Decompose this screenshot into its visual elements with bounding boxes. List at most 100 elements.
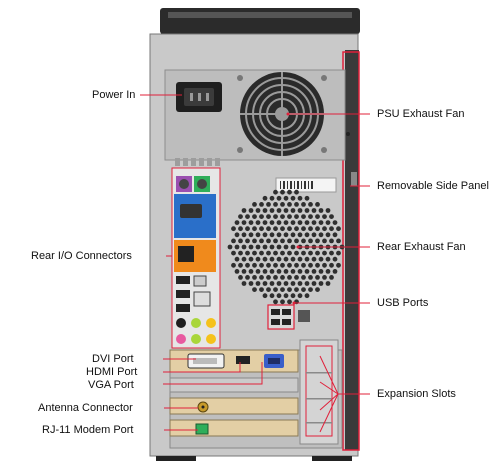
fan-mesh-hole [276, 269, 282, 274]
fan-mesh-hole [318, 256, 324, 262]
tower-top [160, 8, 360, 34]
fan-mesh-hole [294, 214, 299, 220]
fan-mesh-hole [308, 226, 313, 232]
fan-mesh-hole [304, 195, 310, 201]
fan-mesh-hole [322, 275, 327, 280]
tower-top-highlight [168, 12, 352, 18]
fan-mesh-hole [290, 244, 296, 250]
fan-mesh-hole [273, 262, 278, 268]
fan-mesh-hole [283, 232, 289, 238]
fan-mesh-hole [318, 232, 324, 238]
fan-mesh-hole [315, 250, 320, 256]
fan-mesh-hole [290, 220, 296, 226]
usb-ports-block [267, 304, 295, 330]
fan-mesh-hole [322, 250, 327, 256]
fan-mesh-hole [266, 238, 271, 244]
fan-mesh-hole [238, 275, 243, 280]
label-power-in: Power In [92, 89, 136, 101]
fan-mesh-hole [301, 250, 306, 256]
fan-mesh-hole [325, 208, 331, 213]
fan-mesh-hole [280, 214, 285, 220]
fan-mesh-hole [280, 238, 285, 244]
side-latch [351, 172, 357, 186]
fan-mesh-hole [290, 208, 296, 213]
fan-mesh-hole [255, 244, 261, 250]
fan-mesh-hole [252, 250, 257, 256]
fan-mesh-hole [304, 281, 310, 286]
fan-mesh-hole [262, 232, 268, 238]
fan-mesh-hole [269, 195, 275, 201]
fan-mesh-hole [287, 275, 292, 280]
fan-mesh-hole [259, 202, 264, 207]
fan-mesh-hole [269, 244, 275, 250]
fan-mesh-hole [276, 220, 282, 226]
fan-mesh-hole [273, 226, 278, 232]
fan-mesh-hole [301, 287, 306, 292]
fan-mesh-hole [273, 214, 278, 220]
fan-mesh-hole [304, 256, 310, 262]
fan-mesh-hole [276, 293, 282, 299]
fan-mesh-hole [308, 238, 313, 244]
fan-mesh-hole [336, 238, 341, 244]
fan-mesh-hole [301, 202, 306, 207]
fan-mesh-hole [283, 244, 289, 250]
fan-mesh-hole [241, 256, 247, 262]
fan-mesh-hole [269, 256, 275, 262]
fan-mesh-hole [329, 214, 334, 220]
fan-mesh-hole [266, 250, 271, 256]
fan-mesh-hole [248, 232, 254, 238]
fan-mesh-hole [332, 232, 338, 238]
fan-mesh-hole [276, 281, 282, 286]
usb-port-c [271, 319, 280, 325]
fan-mesh-hole [287, 238, 292, 244]
fan-mesh-hole [238, 238, 243, 244]
label-usb-ports: USB Ports [377, 297, 429, 309]
fan-mesh-hole [336, 226, 341, 232]
fan-mesh-hole [318, 281, 324, 286]
fan-mesh-hole [329, 275, 334, 280]
fan-mesh-hole [276, 208, 282, 213]
fan-mesh-hole [297, 220, 303, 226]
fan-mesh-hole [297, 256, 303, 262]
fan-mesh-hole [325, 220, 331, 226]
fan-mesh-hole [280, 299, 285, 305]
fan-mesh-hole [248, 281, 254, 286]
fan-mesh-hole [234, 232, 240, 238]
fan-mesh-hole [252, 275, 257, 280]
fan-mesh-hole [297, 208, 303, 213]
fan-mesh-hole [283, 220, 289, 226]
fan-mesh-hole [245, 226, 250, 232]
fan-mesh-hole [329, 226, 334, 232]
fan-mesh-hole [332, 256, 338, 262]
fan-mesh-hole [287, 262, 292, 268]
fan-mesh-hole [287, 202, 292, 207]
fan-mesh-hole [245, 214, 250, 220]
io-usb-2 [176, 290, 190, 298]
fan-mesh-hole [297, 293, 303, 299]
fan-mesh-hole [336, 262, 341, 268]
fan-mesh-hole [248, 208, 254, 213]
foot-left [156, 456, 196, 461]
fan-mesh-hole [287, 250, 292, 256]
fan-mesh-hole [255, 208, 261, 213]
label-expansion-slots: Expansion Slots [377, 388, 456, 400]
fan-mesh-hole [318, 208, 324, 213]
fan-mesh-hole [280, 226, 285, 232]
fan-mesh-hole [280, 189, 285, 195]
fan-mesh-hole [290, 195, 296, 201]
callout-dots [286, 112, 300, 305]
fan-mesh-hole [273, 275, 278, 280]
fan-mesh-hole [322, 214, 327, 220]
fan-mesh-hole [283, 293, 289, 299]
fan-mesh-hole [283, 269, 289, 274]
fan-mesh-hole [311, 281, 317, 286]
label-antenna-connector: Antenna Connector [38, 402, 133, 414]
fan-mesh-hole [325, 269, 331, 274]
fan-mesh-hole [238, 226, 243, 232]
side-panel [345, 50, 359, 450]
fan-mesh-hole [234, 256, 240, 262]
fan-mesh-hole [269, 281, 275, 286]
fan-mesh-hole [311, 220, 317, 226]
fan-mesh-hole [290, 293, 296, 299]
